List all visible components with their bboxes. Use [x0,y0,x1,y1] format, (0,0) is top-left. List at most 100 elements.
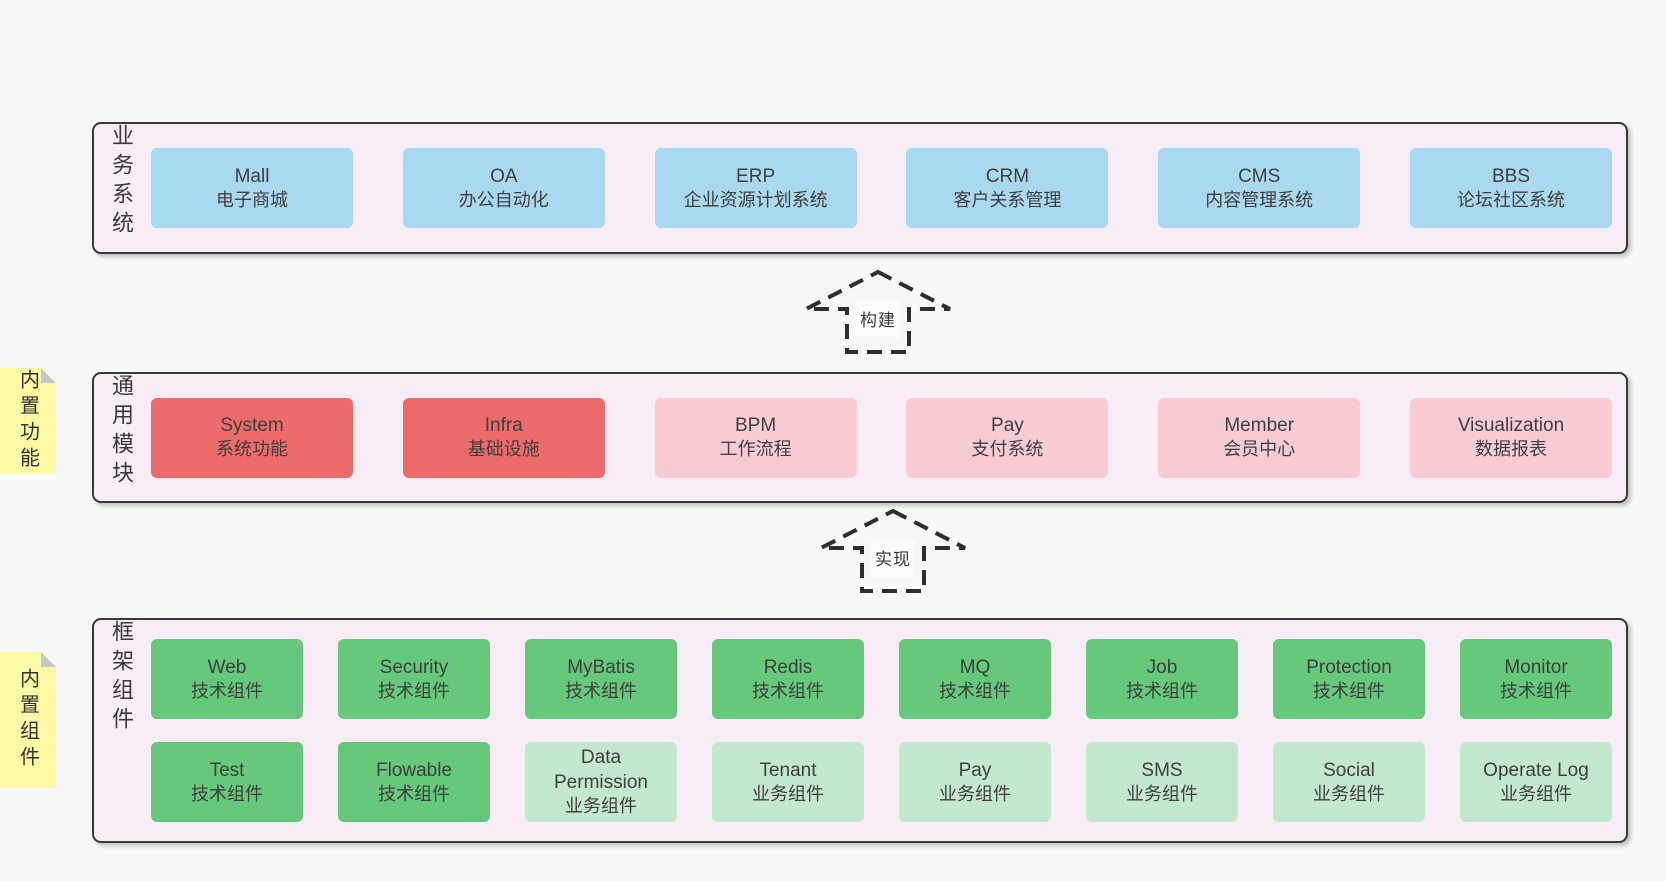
box-title: MQ [959,656,991,678]
box-title: Social [1323,759,1375,781]
box-title: BPM [735,415,777,437]
box-title: Flowable [375,759,453,781]
build-arrow: 构建 [803,269,953,355]
box-subtitle: 技术组件 [565,680,637,701]
box-title: Operate Log [1483,759,1589,781]
box-system: System 系统功能 [151,397,353,478]
sticky-note-text: 内置功能 [16,369,39,473]
box-subtitle: 办公自动化 [458,189,549,210]
arrow-label: 实现 [871,539,915,578]
box-title: Pay [991,415,1024,437]
box-web: Web 技术组件 [151,639,303,719]
box-subtitle: 系统功能 [216,439,288,460]
box-title: Visualization [1457,415,1565,437]
box-cms: CMS 内容管理系统 [1158,148,1361,228]
sticky-note-built-in-components: 内置组件 [0,652,56,788]
layer-label: 业务系统 [109,124,134,240]
box-flowable: Flowable 技术组件 [338,742,490,822]
box-protection: Protection 技术组件 [1273,639,1425,719]
box-title: CRM [985,165,1030,187]
box-operate-log: Operate Log 业务组件 [1460,742,1612,822]
box-social: Social 业务组件 [1273,742,1425,822]
box-subtitle: 技术组件 [939,680,1011,701]
box-title: Job [1146,656,1178,678]
box-subtitle: 技术组件 [191,680,263,701]
box-title: Member [1224,415,1295,437]
box-subtitle: 会员中心 [1223,439,1296,460]
business-boxes-row: Mall 电子商城 OA 办公自动化 ERP 企业资源计划系统 CRM 客户关系… [151,124,1612,252]
box-sms: SMS 业务组件 [1086,742,1238,822]
box-subtitle: 企业资源计划系统 [683,189,828,210]
box-subtitle: 基础设施 [467,439,540,460]
box-title: Tenant [759,759,817,781]
folded-corner-icon [41,652,56,667]
box-monitor: Monitor 技术组件 [1460,639,1612,719]
box-test: Test 技术组件 [151,742,303,822]
box-pay-component: Pay 业务组件 [899,742,1051,822]
box-subtitle: 论坛社区系统 [1456,189,1565,210]
arrow-up-icon [805,269,951,354]
component-row-1: Web 技术组件 Security 技术组件 MyBatis 技术组件 Redi… [151,639,1612,719]
box-title: Web [207,656,247,678]
box-mq: MQ 技术组件 [899,639,1051,719]
layer-label: 通用模块 [109,374,134,490]
box-subtitle: 数据报表 [1474,439,1547,460]
box-subtitle: 业务组件 [1126,783,1198,804]
box-subtitle: 技术组件 [378,783,450,804]
box-subtitle: 业务组件 [752,783,824,804]
box-subtitle: 内容管理系统 [1205,189,1314,210]
box-mall: Mall 电子商城 [151,148,353,228]
box-title: Mall [234,165,270,187]
box-title: Redis [763,656,813,678]
box-job: Job 技术组件 [1086,639,1238,719]
layer-common-modules: 通用模块 System 系统功能 Infra 基础设施 BPM 工作流程 Pay… [92,372,1628,503]
box-crm: CRM 客户关系管理 [906,148,1109,228]
module-boxes-row: System 系统功能 Infra 基础设施 BPM 工作流程 Pay 支付系统… [151,374,1612,501]
box-mybatis: MyBatis 技术组件 [525,639,677,719]
box-title: System [220,415,284,437]
box-subtitle: 业务组件 [1500,783,1572,804]
arrow-up-icon [820,508,966,593]
box-subtitle: 业务组件 [939,783,1011,804]
box-title: Data Permission [554,747,648,794]
box-bbs: BBS 论坛社区系统 [1409,148,1612,228]
box-subtitle: 电子商城 [216,189,288,210]
box-erp: ERP 企业资源计划系统 [654,148,857,228]
box-member: Member 会员中心 [1158,397,1361,478]
arrow-label: 构建 [856,300,900,339]
box-data-permission: Data Permission 业务组件 [525,742,677,822]
box-title: Test [209,759,245,781]
folded-corner-icon [41,368,56,383]
box-oa: OA 办公自动化 [402,148,605,228]
box-bpm: BPM 工作流程 [654,397,857,478]
box-subtitle: 工作流程 [719,439,792,460]
box-tenant: Tenant 业务组件 [712,742,864,822]
box-title: Protection [1306,656,1392,678]
component-boxes-grid: Web 技术组件 Security 技术组件 MyBatis 技术组件 Redi… [151,639,1612,822]
box-title: Monitor [1504,656,1568,678]
box-infra: Infra 基础设施 [402,397,605,478]
implement-arrow: 实现 [818,508,968,594]
box-title: OA [490,165,518,187]
box-title: Pay [958,759,992,781]
box-title: MyBatis [567,656,635,678]
layer-business-systems: 业务系统 Mall 电子商城 OA 办公自动化 ERP 企业资源计划系统 CRM… [92,122,1628,254]
box-title: CMS [1238,165,1281,187]
box-subtitle: 技术组件 [752,680,824,701]
box-title: BBS [1491,165,1530,187]
box-redis: Redis 技术组件 [712,639,864,719]
box-subtitle: 业务组件 [1313,783,1385,804]
box-subtitle: 技术组件 [1126,680,1198,701]
box-title: Security [379,656,449,678]
component-row-2: Test 技术组件 Flowable 技术组件 Data Permission … [151,742,1612,822]
layer-label: 框架组件 [109,620,134,736]
box-title: ERP [736,165,776,187]
layer-framework-components: 框架组件 Web 技术组件 Security 技术组件 MyBatis 技术组件… [92,618,1628,843]
box-visualization: Visualization 数据报表 [1409,397,1612,478]
box-title: Infra [484,415,523,437]
sticky-note-text: 内置组件 [16,668,39,772]
box-subtitle: 技术组件 [1500,680,1572,701]
box-subtitle: 技术组件 [378,680,450,701]
box-pay-module: Pay 支付系统 [906,397,1109,478]
